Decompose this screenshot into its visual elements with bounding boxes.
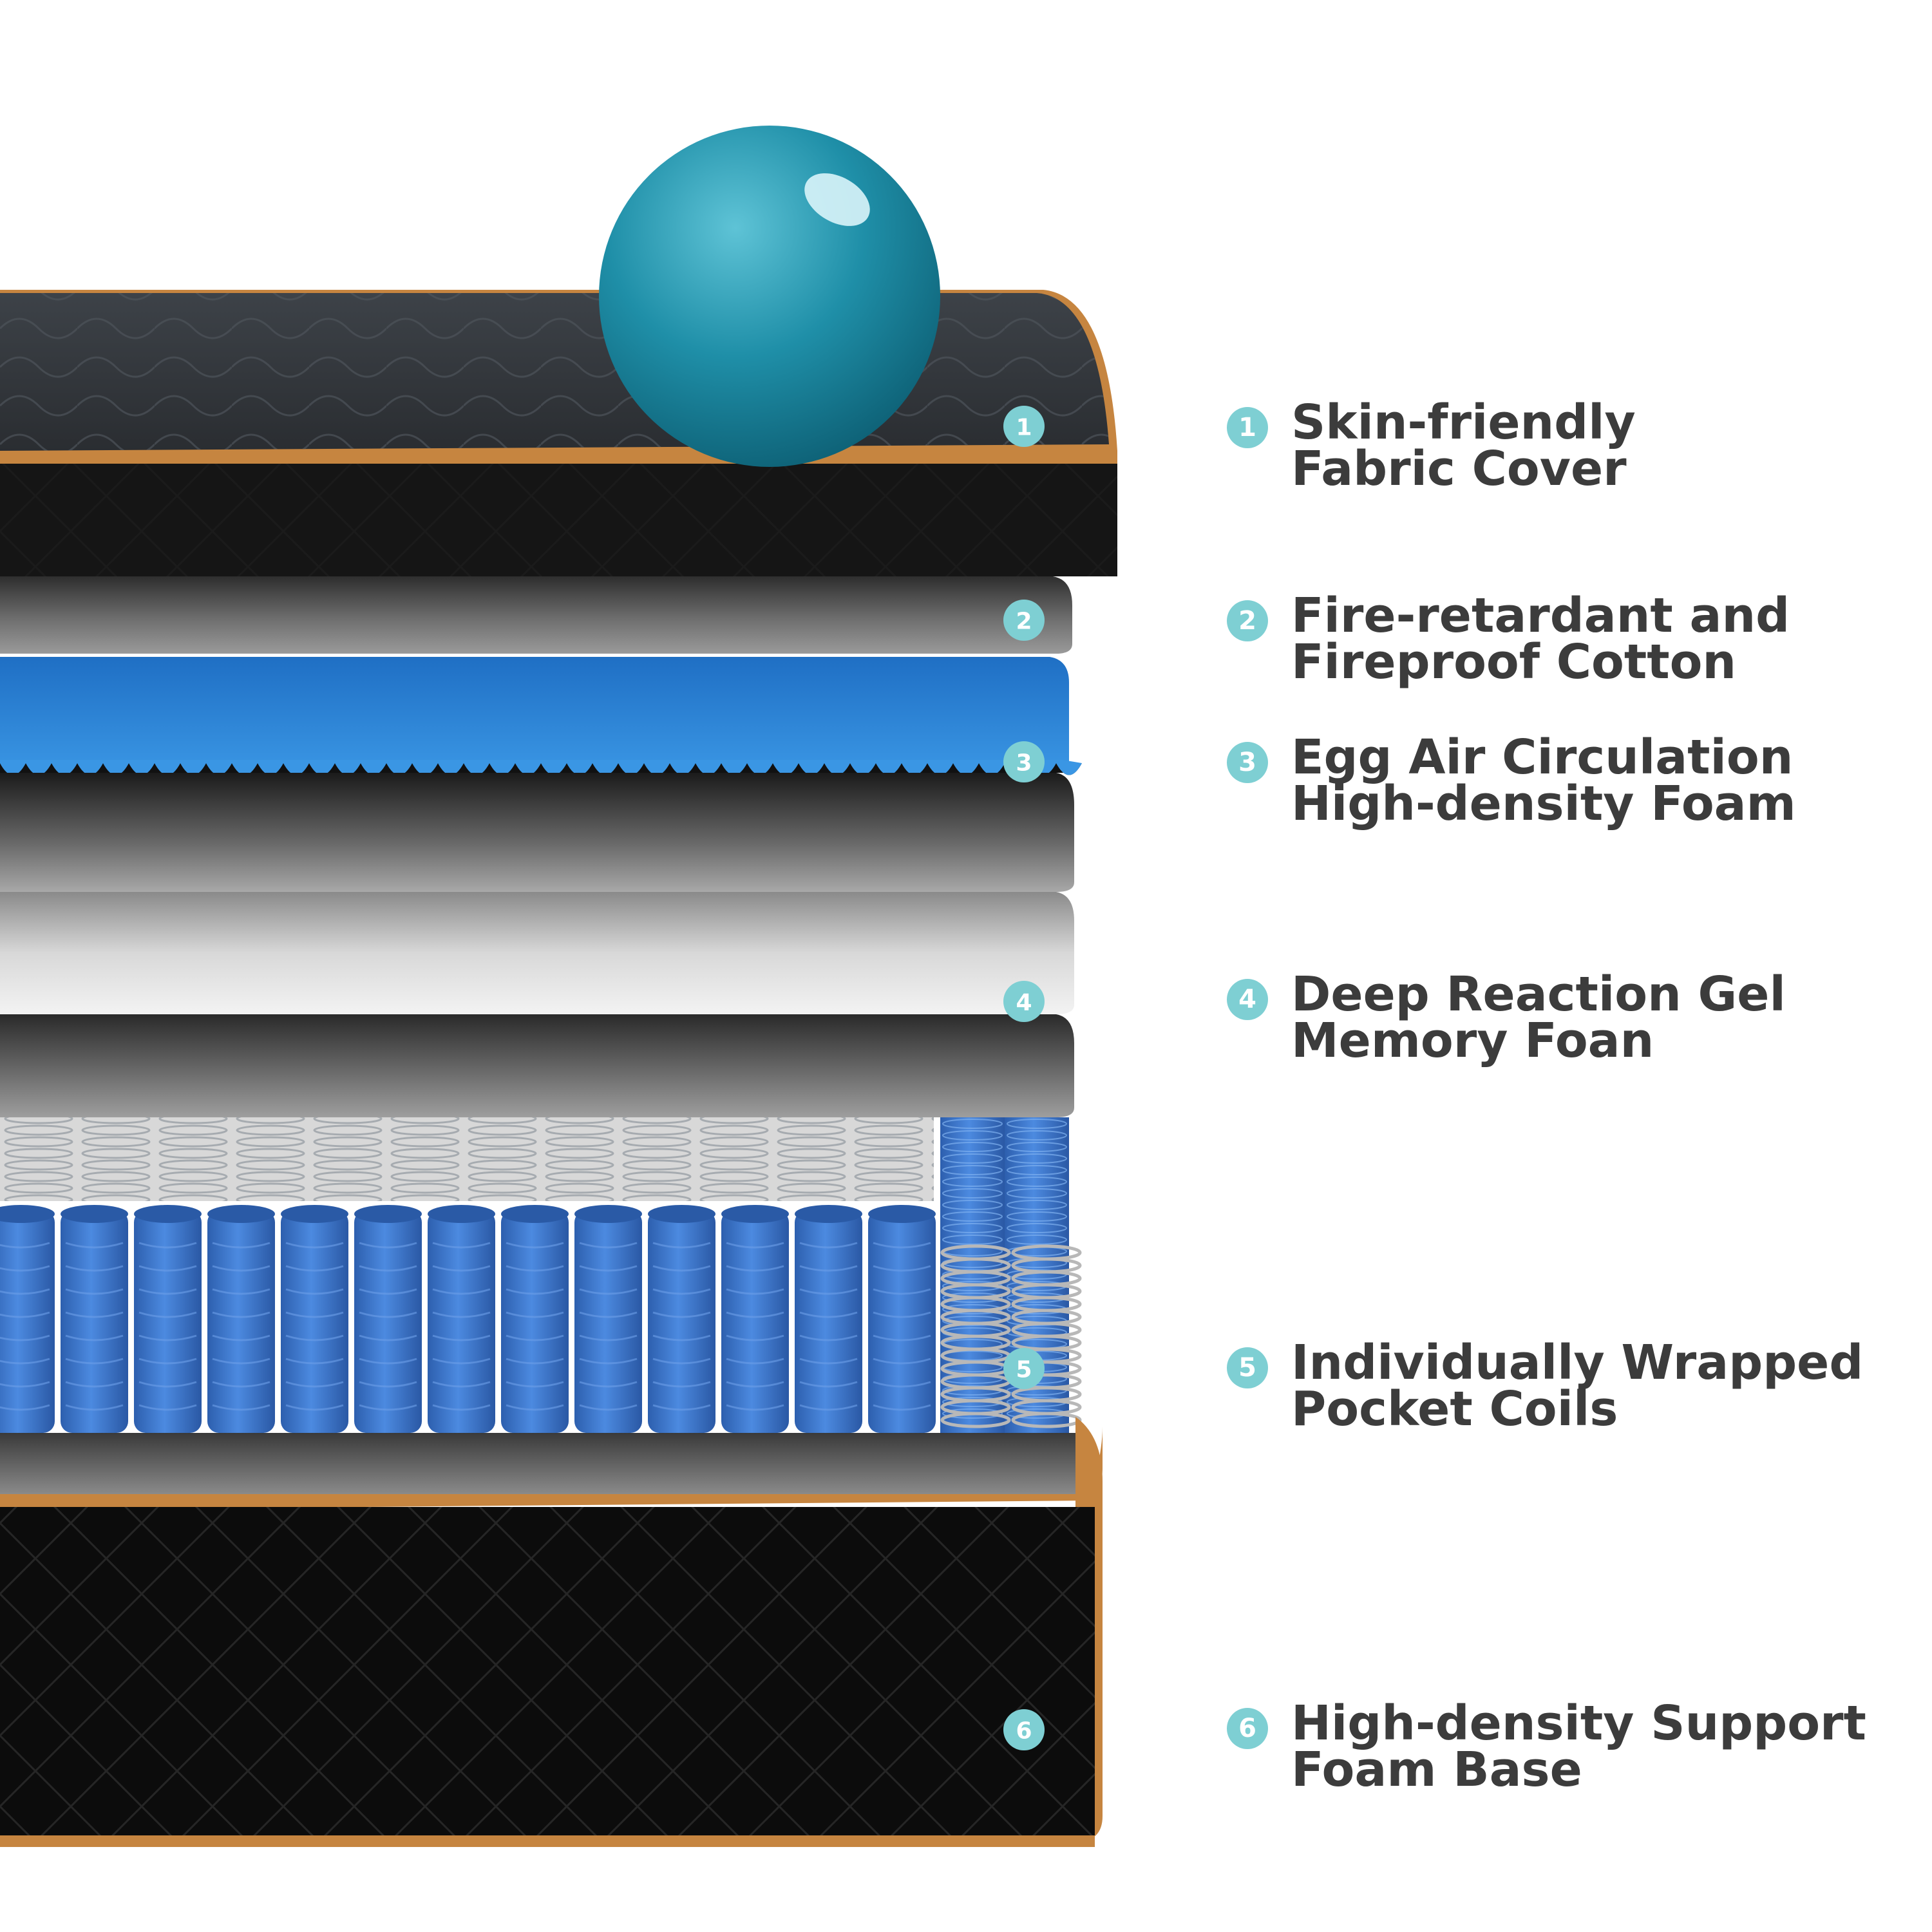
callout-layer-4: 4 Deep Reaction Gel Memory Foan [1227, 967, 1786, 1068]
layer-1-fabric-cover [0, 290, 1117, 576]
callout-label: Skin-friendly Fabric Cover [1291, 395, 1636, 497]
callout-label: Fire-retardant and Fireproof Cotton [1291, 588, 1790, 690]
number-badge: 5 [1227, 1347, 1268, 1388]
badge-layer-5: 5 [1003, 1348, 1045, 1389]
pocket-coil [207, 1205, 275, 1433]
svg-text:2: 2 [1016, 609, 1032, 635]
metal-spring-icon [940, 1244, 1011, 1428]
svg-text:5: 5 [1016, 1357, 1032, 1383]
badge-layer-3: 3 [1003, 741, 1045, 782]
pocket-coil [61, 1205, 128, 1433]
memory-foam-ball-icon [599, 126, 940, 467]
pocket-coil [648, 1205, 715, 1433]
pocket-coil [795, 1205, 862, 1433]
callout-layer-3: 3 Egg Air Circulation High-density Foam [1227, 730, 1796, 831]
svg-text:4: 4 [1016, 990, 1032, 1016]
number-badge: 2 [1227, 600, 1268, 641]
pocket-coil [574, 1205, 642, 1433]
layer-6-support-foam-base [0, 1417, 1103, 1847]
pocket-coil [281, 1205, 348, 1433]
pocket-coil [501, 1205, 569, 1433]
pocket-coil [428, 1205, 495, 1433]
pocket-coil [868, 1205, 936, 1433]
badge-layer-1: 1 [1003, 406, 1045, 447]
pocket-coil [134, 1205, 202, 1433]
layer-5-pocket-coils [0, 1117, 1088, 1494]
svg-text:3: 3 [1016, 750, 1032, 777]
layer-4-gel-memory-foam [0, 892, 1074, 1117]
layer-3-egg-foam [0, 657, 1082, 892]
svg-text:6: 6 [1016, 1718, 1032, 1745]
number-badge: 4 [1227, 979, 1268, 1020]
callout-layer-2: 2 Fire-retardant and Fireproof Cotton [1227, 588, 1790, 690]
pocket-coil [721, 1205, 789, 1433]
layer-2-fireproof-cotton [0, 576, 1072, 654]
callout-label: Deep Reaction Gel Memory Foan [1291, 967, 1786, 1068]
pocket-coil [0, 1205, 55, 1433]
pocket-coil [354, 1205, 422, 1433]
callout-layer-6: 6 High-density Support Foam Base [1227, 1696, 1866, 1797]
callout-label: Egg Air Circulation High-density Foam [1291, 730, 1796, 831]
number-badge: 1 [1227, 407, 1268, 448]
svg-text:1: 1 [1016, 415, 1032, 441]
number-badge: 6 [1227, 1708, 1268, 1749]
callout-label: High-density Support Foam Base [1291, 1696, 1866, 1797]
egg-crate-bumps [0, 760, 1082, 775]
badge-layer-6: 6 [1003, 1709, 1045, 1750]
badge-layer-4: 4 [1003, 981, 1045, 1022]
callout-label: Individually Wrapped Pocket Coils [1291, 1335, 1864, 1437]
badge-layer-2: 2 [1003, 600, 1045, 641]
callout-layer-1: 1 Skin-friendly Fabric Cover [1227, 395, 1636, 497]
number-badge: 3 [1227, 742, 1268, 783]
callout-layer-5: 5 Individually Wrapped Pocket Coils [1227, 1335, 1864, 1437]
